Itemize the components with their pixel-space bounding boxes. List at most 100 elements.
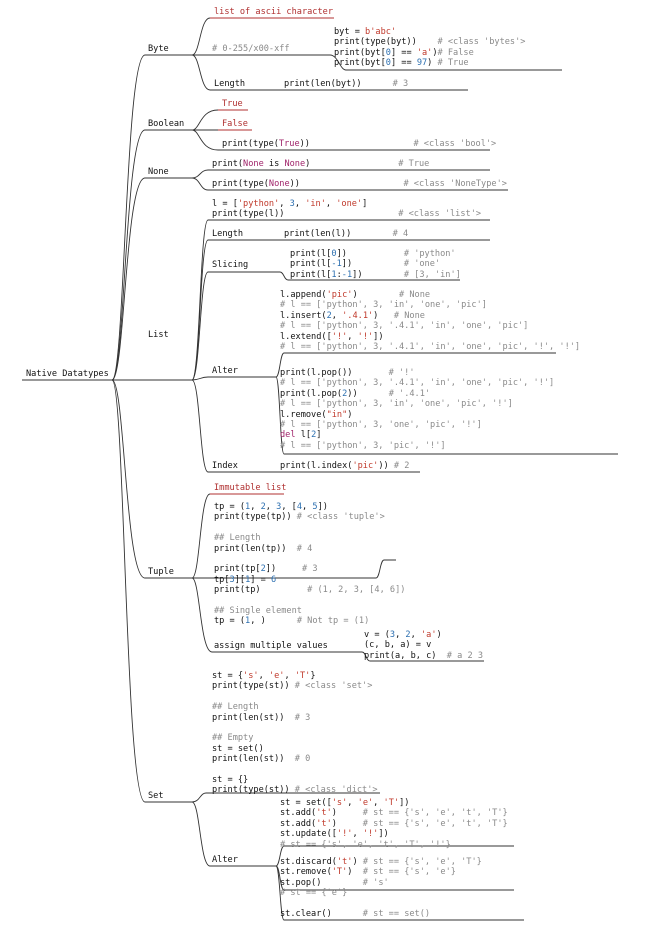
code-token: ,: [347, 331, 358, 342]
code-token: # True: [437, 58, 469, 69]
code-token: v = (: [364, 630, 390, 640]
code-token: print(type(l)): [212, 209, 399, 220]
code-line: l = ['python', 3, 'in', 'one']: [212, 199, 481, 209]
code-line: ## Empty: [212, 733, 378, 743]
code-token: # [3, 'in']: [403, 269, 461, 280]
code-token: ,: [395, 630, 406, 640]
list-slicing-code: print(l[0]) # 'python'print(l[-1]) # 'on…: [290, 249, 461, 280]
code-line: print(len(st)) # 0: [212, 754, 378, 764]
code-token: 3: [229, 574, 235, 585]
code-token: byt =: [334, 27, 366, 37]
code-token: 'pic': [326, 290, 353, 300]
code-line: print(len(l)) # 4: [284, 229, 408, 239]
code-token: print(byt[: [334, 47, 386, 58]
code-token: print(l.pop()): [280, 368, 389, 378]
code-line: st.clear() # st == set(): [280, 909, 430, 919]
tuple-immutable-title: Immutable list: [214, 483, 287, 493]
code-token: (c, b, a) = v: [364, 640, 432, 651]
code-token: # a 2 3: [446, 650, 484, 661]
code-token: # <class 'NoneType'>: [403, 179, 507, 189]
code-token: '.4.1': [342, 310, 374, 321]
code-token: 's': [243, 671, 259, 681]
code-line: print(len(byt)) # 3: [284, 79, 408, 89]
code-token: # '!': [388, 368, 415, 378]
code-token: ]: [362, 199, 368, 209]
code-token: '!': [362, 829, 379, 840]
code-token: # st == {'s', 'e'}: [362, 867, 456, 878]
code-token: print(byt[: [334, 58, 386, 69]
code-line: # st == {'s', 'e', 't', 'T', '!'}: [280, 840, 508, 850]
code-token: ] ==: [390, 58, 417, 69]
code-token: # <class 'bytes'>: [437, 37, 526, 48]
code-token: # l == ['python', 3, 'in', 'one', 'pic']: [280, 300, 487, 311]
code-line: # l == ['python', 3, '.4.1', 'in', 'one'…: [280, 321, 580, 331]
code-line: tp = (1, ) # Not tp = (1): [214, 616, 405, 626]
list-alter-code-a: l.append('pic') # None# l == ['python', …: [280, 290, 580, 352]
code-line: # l == ['python', 3, 'pic', '!']: [280, 441, 554, 451]
code-line: print(l[-1]) # 'one': [290, 259, 461, 269]
code-token: # None: [399, 290, 431, 300]
code-line: ## Length: [214, 533, 405, 543]
code-line: l.insert(2, '.4.1') # None: [280, 311, 580, 321]
code-line: st = set(): [212, 744, 378, 754]
code-token: ): [331, 808, 363, 819]
list-intro-code: l = ['python', 3, 'in', 'one']print(type…: [212, 199, 481, 220]
list-alter-code-b: print(l.pop()) # '!' # l == ['python', 3,…: [280, 368, 554, 451]
code-line: ## Length: [212, 702, 378, 712]
code-line: print(tp) # (1, 2, 3, [4, 6]): [214, 585, 405, 595]
code-line: print(l.index('pic')) # 2: [280, 461, 409, 471]
code-token: 'python': [237, 199, 280, 209]
code-line: l.append('pic') # None: [280, 290, 580, 300]
code-token: 2: [311, 430, 317, 441]
set-code: st = {'s', 'e', 'T'}print(type(st)) # <c…: [212, 671, 378, 796]
code-token: l[: [295, 430, 312, 441]
code-token: 'T': [383, 798, 400, 808]
code-token: print(len(st)): [212, 712, 295, 723]
code-token: 'T': [331, 867, 348, 878]
code-line: print(byt[0] == 'a')# False: [334, 48, 525, 58]
set-alter-code-b: st.discard('t') # st == {'s', 'e', 'T'}s…: [280, 857, 482, 899]
code-token: st = {: [212, 671, 244, 681]
list-index-label: Index: [212, 461, 238, 471]
code-token: 'a': [416, 47, 433, 58]
code-line: print(type(None)) # <class 'NoneType'>: [212, 179, 507, 189]
code-token: ,: [250, 502, 261, 512]
code-token: print(len(l)): [284, 229, 393, 239]
code-token: # False: [437, 47, 474, 58]
code-token: ][: [234, 574, 246, 585]
code-line: del l[2]: [280, 430, 554, 440]
code-token: ]): [336, 249, 404, 259]
code-line: v = (3, 2, 'a'): [364, 630, 483, 640]
code-token: 1: [331, 269, 337, 280]
none-code-1: print(None is None) # True: [212, 159, 429, 169]
code-token: st = set(): [212, 743, 264, 754]
code-token: st.add(: [280, 818, 317, 829]
code-token: # st == {'s', 'e', 't', 'T'}: [362, 818, 508, 829]
code-line: st.add('t') # st == {'s', 'e', 't', 'T'}: [280, 808, 508, 818]
byte-range-comment: # 0-255/x00-xff: [212, 44, 290, 54]
code-line: st.pop() # 's': [280, 878, 482, 888]
code-token: print(l[: [290, 249, 332, 259]
branch-byte: Byte: [148, 44, 169, 54]
code-token: print(len(byt)): [284, 79, 393, 89]
code-token: tp = (: [214, 502, 246, 512]
code-line: st = set(['s', 'e', 'T']): [280, 798, 508, 808]
code-token: ): [427, 58, 438, 69]
set-alter-code-a: st = set(['s', 'e', 'T'])st.add('t') # s…: [280, 798, 508, 850]
code-token: # st == set(): [362, 909, 431, 919]
code-token: ## Length: [214, 533, 261, 544]
code-token: 1: [245, 574, 251, 585]
code-token: :: [336, 269, 342, 280]
byte-length-code: print(len(byt)) # 3: [284, 79, 408, 89]
code-token: , ): [250, 616, 297, 627]
code-token: print(len(st)): [212, 754, 295, 765]
code-token: 3: [389, 630, 396, 640]
branch-none: None: [148, 167, 169, 177]
code-line: [214, 523, 405, 533]
code-token: is: [263, 159, 285, 169]
code-token: st.remove(: [280, 867, 332, 878]
code-token: # st == {'s', 'e', 't', 'T'}: [362, 808, 508, 819]
code-line: byt = b'abc': [334, 27, 525, 37]
tuple-assign-label: assign multiple values: [214, 641, 328, 651]
